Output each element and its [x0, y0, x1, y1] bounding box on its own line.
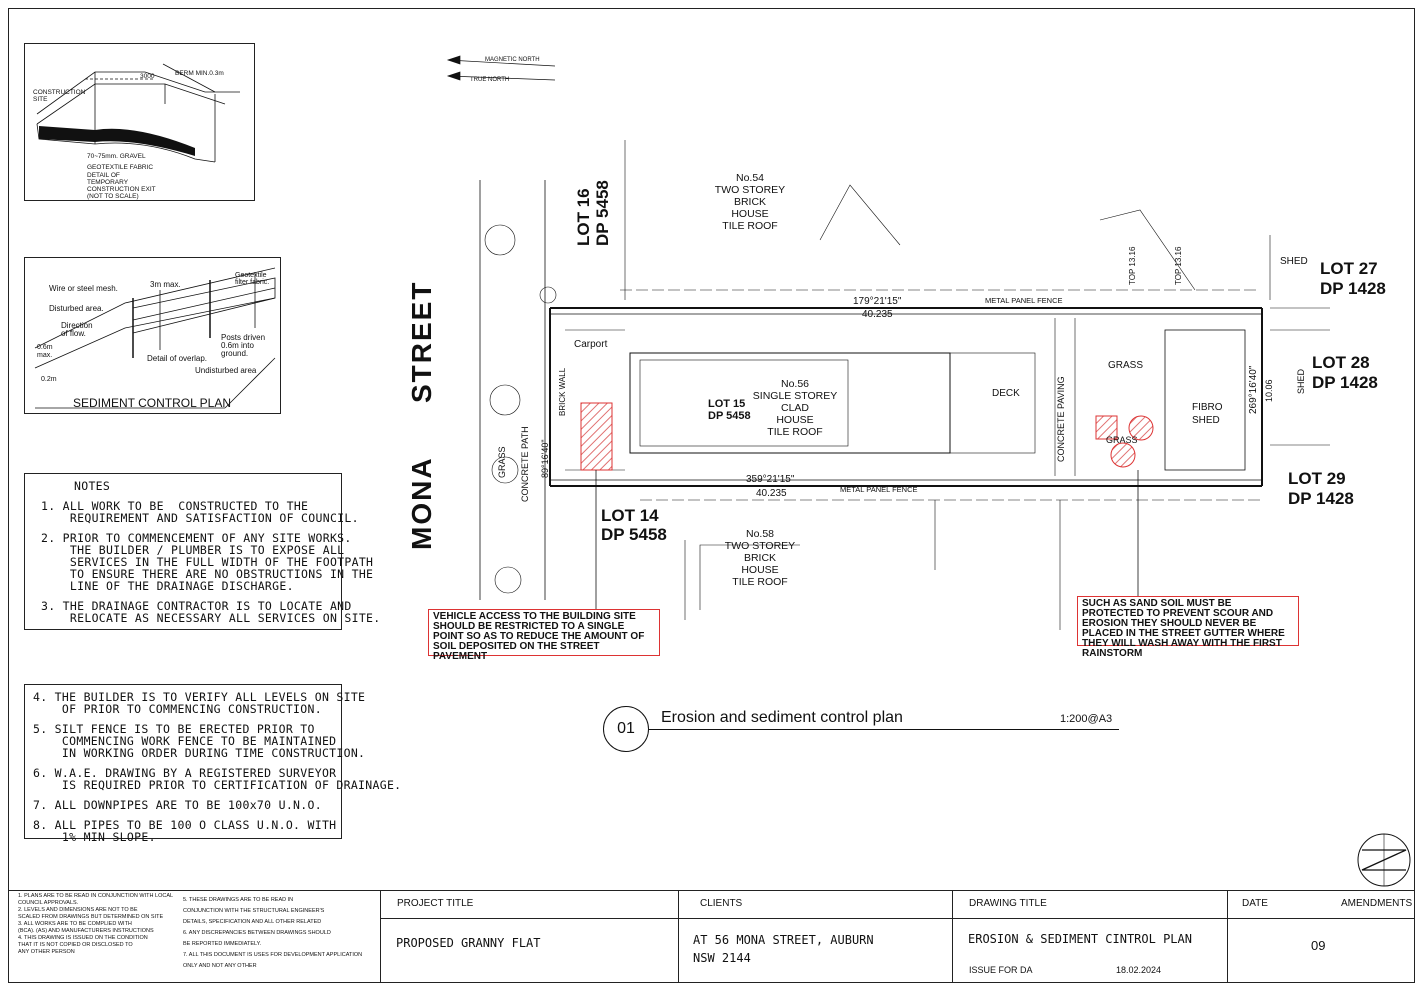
length-top-label: 40.235: [862, 309, 893, 320]
lot-28-dp: DP 1428: [1312, 373, 1378, 392]
street-name-street: STREET: [406, 280, 437, 403]
site-dp-label: DP 5458: [708, 410, 751, 422]
grass-verge-label: GRASS: [497, 446, 507, 478]
height-06-label: 0.6m max.: [37, 344, 53, 359]
stockpile-zone-front: [580, 402, 613, 471]
rear-width-label: 10.06: [1264, 379, 1274, 402]
dimension-3000: 3000: [140, 73, 155, 80]
construction-exit-detail: CONSTRUCTION SITE 3000 BERM MIN.0.3m 70~…: [24, 43, 255, 201]
height-02-label: 0.2m: [41, 376, 57, 383]
front-bearing-label: 89°16'40": [540, 439, 550, 478]
sediment-control-detail: Wire or steel mesh. Disturbed area. Dire…: [24, 257, 281, 414]
clients-line-1: AT 56 MONA STREET, AUBURN: [693, 933, 874, 947]
carport-label: Carport: [574, 339, 608, 350]
flow-label: Direction of flow.: [61, 321, 93, 338]
amendments-label: AMENDMENTS: [1341, 898, 1413, 909]
lot-16-dp: DP 5458: [593, 180, 612, 246]
exit-caption: DETAIL OF TEMPORARY CONSTRUCTION EXIT (N…: [87, 172, 156, 200]
rear-bearing-label: 269°16'40": [1248, 365, 1259, 414]
overlap-label: Detail of overlap.: [147, 354, 208, 363]
concrete-path-label: CONCRETE PATH: [520, 426, 530, 502]
magnetic-north-label: MAGNETIC NORTH: [485, 57, 540, 63]
grass-label: GRASS: [1108, 360, 1144, 371]
length-bottom-label: 40.235: [756, 488, 787, 499]
gravel-label: 70~75mm. GRAVEL: [87, 153, 146, 160]
general-notes-b: 5. THESE DRAWINGS ARE TO BE READ IN CONJ…: [183, 897, 363, 969]
top-level-2: TOP 13.16: [1174, 246, 1183, 285]
drawing-number-circle: 01: [603, 706, 649, 752]
posts-label: Posts driven 0.6m into ground.: [221, 333, 266, 358]
silt-fence-drawing: [34, 267, 276, 409]
note-item: 1. ALL WORK TO BE CONSTRUCTED TO THE REQ…: [41, 499, 359, 525]
lot-27-label: LOT 27: [1320, 259, 1378, 278]
drawing-frame: [8, 8, 1415, 983]
fence-bottom-label: METAL PANEL FENCE: [840, 485, 918, 494]
note-item: 7. ALL DOWNPIPES ARE TO BE 100x70 U.N.O.: [33, 798, 322, 812]
lot-29-label: LOT 29: [1288, 469, 1346, 488]
vehicle-access-note: VEHICLE ACCESS TO THE BUILDING SITE SHOU…: [428, 609, 660, 662]
max3-label: 3m max.: [150, 280, 181, 289]
construction-exit-drawing: [36, 63, 240, 163]
site-plan-drawing: [446, 55, 1330, 630]
compass-icon: [1357, 833, 1411, 887]
deck-label: DECK: [992, 388, 1020, 399]
soil-protection-note: SUCH AS SAND SOIL MUST BE PROTECTED TO P…: [1077, 596, 1299, 659]
clients-label: CLIENTS: [700, 898, 743, 909]
trees: [484, 224, 557, 594]
stockpile-zone-circle-2: [1110, 442, 1136, 468]
shed-side-label: SHED: [1296, 368, 1306, 394]
project-title-label: PROJECT TITLE: [397, 898, 474, 909]
project-title: PROPOSED GRANNY FLAT: [396, 936, 541, 950]
shed-word-label: SHED: [1192, 415, 1220, 426]
fabric-label: GEOTEXTILE FABRIC: [87, 164, 154, 171]
sediment-title: SEDIMENT CONTROL PLAN: [73, 396, 232, 410]
bearing-bottom-label: 359°21'15": [746, 474, 795, 485]
top-level-1: TOP 13.16: [1128, 246, 1137, 285]
lot-16-label: LOT 16: [574, 188, 593, 246]
grass-label-small: GRASS: [1106, 435, 1138, 445]
drawing-scale: 1:200@A3: [1060, 713, 1113, 725]
drawing-title-label: DRAWING TITLE: [969, 898, 1047, 909]
construction-site-label: CONSTRUCTION SITE: [33, 89, 86, 103]
north-arrow: [446, 55, 556, 81]
lot-28-label: LOT 28: [1312, 353, 1370, 372]
title-block: [8, 890, 1415, 984]
lot-14-dp: DP 5458: [601, 525, 667, 544]
clients-line-2: NSW 2144: [693, 951, 751, 965]
site-lot-label: LOT 15: [708, 398, 746, 410]
caption-underline: [649, 729, 1119, 730]
mesh-label: Wire or steel mesh.: [49, 284, 118, 293]
fibro-label: FIBRO: [1192, 402, 1223, 413]
disturbed-label: Disturbed area.: [49, 304, 104, 313]
notes-heading: NOTES: [74, 479, 111, 493]
lot-29-dp: DP 1428: [1288, 489, 1354, 508]
geotextile-label: Geotextile filter fabric.: [235, 272, 270, 286]
issue-label: ISSUE FOR DA: [969, 965, 1033, 975]
berm-label: BERM MIN.0.3m: [175, 70, 224, 77]
date-label: DATE: [1242, 898, 1268, 909]
general-notes-a: 1. PLANS ARE TO BE READ IN CONJUNCTION W…: [18, 893, 174, 955]
street-name-mona: MONA: [406, 456, 437, 550]
sheet-number: 09: [1311, 938, 1326, 953]
fence-top-label: METAL PANEL FENCE: [985, 296, 1063, 305]
stockpile-zone-rear: [1095, 415, 1118, 440]
stockpile-zone-circle-1: [1128, 415, 1154, 441]
issue-date: 18.02.2024: [1116, 965, 1162, 975]
bearing-top-label: 179°21'15": [853, 296, 902, 307]
notes-box-2: 4. THE BUILDER IS TO VERIFY ALL LEVELS O…: [24, 684, 401, 843]
undisturbed-label: Undisturbed area: [195, 366, 257, 375]
drawing-caption-title: Erosion and sediment control plan: [661, 709, 903, 726]
drawing-number: 01: [617, 720, 635, 737]
true-north-label: TRUE NORTH: [470, 77, 510, 83]
concrete-paving-label: CONCRETE PAVING: [1056, 376, 1066, 462]
note-item: 8. ALL PIPES TO BE 100 O CLASS U.N.O. WI…: [33, 818, 337, 844]
brick-wall-label: BRICK WALL: [558, 367, 567, 416]
lot-14-label: LOT 14: [601, 506, 659, 525]
drawing-title: EROSION & SEDIMENT CINTROL PLAN: [968, 932, 1192, 946]
lot-27-dp: DP 1428: [1320, 279, 1386, 298]
shed-top-label: SHED: [1280, 256, 1308, 267]
